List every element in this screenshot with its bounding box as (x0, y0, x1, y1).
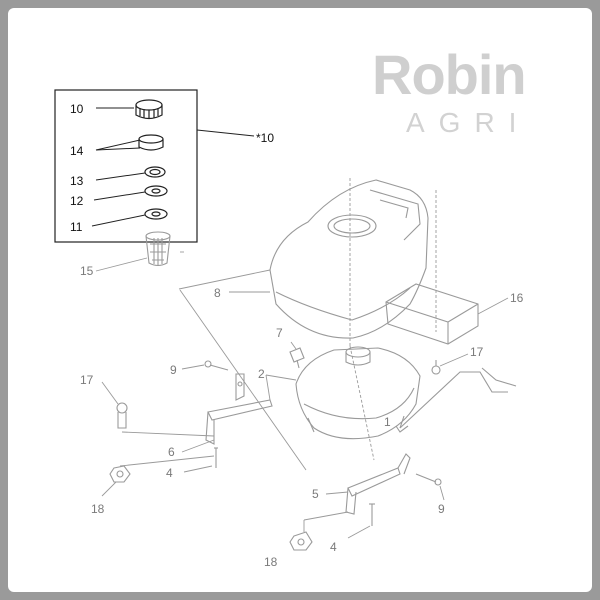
washer-12-icon (144, 185, 168, 197)
washer-11-icon (144, 208, 168, 220)
callout-4-upper: 4 (166, 466, 173, 480)
callout-5: 5 (312, 487, 319, 501)
bracket-5-icon (345, 453, 411, 515)
callout-1: 1 (384, 415, 391, 429)
bracket-6-icon (205, 373, 273, 445)
callout-18-lower: 18 (264, 555, 278, 569)
cap-gasket-icon (138, 134, 164, 151)
fuel-hose-icon (399, 367, 517, 429)
parts-diagram: Robin AGRI (54, 43, 530, 569)
callout-10: 10 (70, 102, 84, 116)
callout-17-left: 17 (80, 373, 94, 387)
cap-detail-box (54, 89, 198, 243)
fitting-7-icon (289, 347, 305, 369)
fuel-cap-icon (135, 99, 163, 120)
callout-9-lower: 9 (438, 502, 445, 516)
bolt-17b-icon (431, 360, 441, 375)
nut-18a-icon (109, 465, 131, 483)
bolt-4a-icon (214, 447, 218, 468)
callout-13: 13 (70, 174, 84, 188)
logo-word: Robin (372, 43, 526, 106)
callout-14: 14 (70, 144, 84, 158)
bolt-4b-icon (369, 503, 375, 526)
tank-cover-icon (269, 179, 429, 339)
logo-sub: AGRI (406, 107, 530, 138)
tray-icon (385, 283, 479, 345)
callout-9-upper: 9 (170, 363, 177, 377)
screw-9b-icon (415, 473, 442, 486)
fuel-tank-icon (295, 346, 421, 440)
callout-10-set: *10 (256, 131, 274, 145)
nut-18b-icon (289, 531, 313, 551)
diagram-frame: Robin AGRI (8, 8, 592, 592)
callout-6: 6 (168, 445, 175, 459)
washer-13-icon (144, 166, 166, 178)
callout-11: 11 (70, 220, 83, 234)
strainer-icon (145, 231, 171, 267)
callout-12: 12 (70, 194, 84, 208)
callout-8: 8 (214, 286, 221, 300)
callout-17-right: 17 (470, 345, 484, 359)
callout-16: 16 (510, 291, 524, 305)
callout-15: 15 (80, 264, 94, 278)
screw-9a-icon (204, 360, 229, 371)
callout-18-left: 18 (91, 502, 105, 516)
callout-2: 2 (258, 367, 265, 381)
callout-4-lower: 4 (330, 540, 337, 554)
callout-7: 7 (276, 326, 283, 340)
robin-agri-logo: Robin AGRI (372, 43, 530, 138)
bolt-17a-icon (116, 402, 128, 429)
